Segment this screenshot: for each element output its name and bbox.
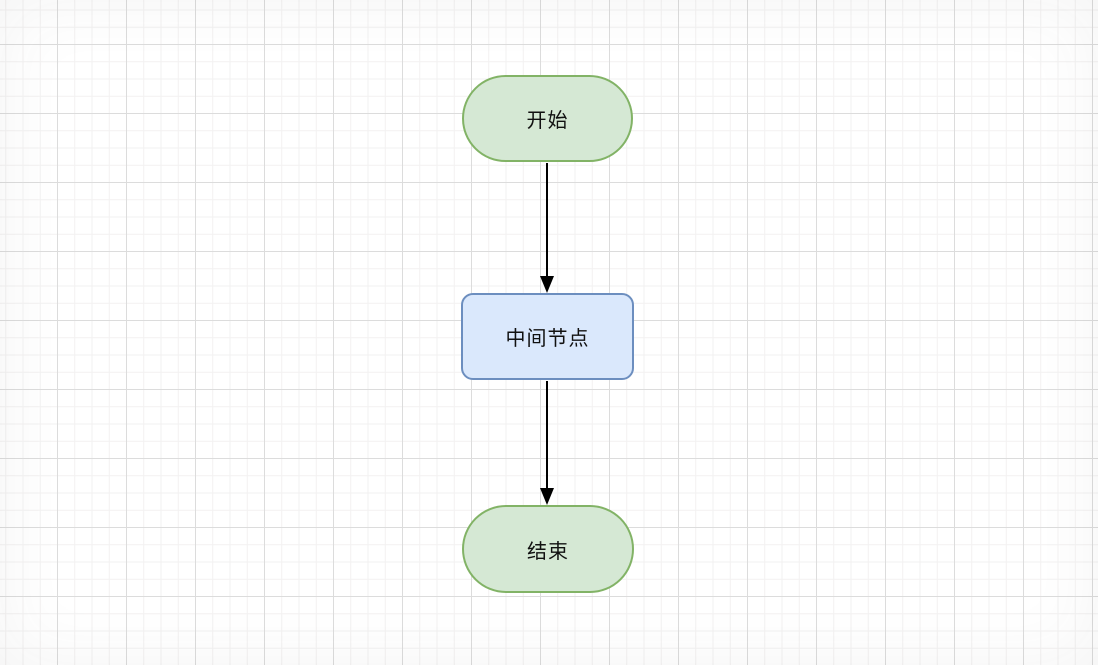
- arrowhead-down-icon: [540, 276, 554, 293]
- edge-line: [546, 381, 548, 488]
- node-end-label: 结束: [527, 540, 569, 563]
- flow-node-start[interactable]: 开始: [462, 75, 633, 162]
- node-start-label: 开始: [526, 110, 569, 132]
- arrowhead-down-icon: [540, 488, 554, 505]
- flow-node-end[interactable]: 结束: [462, 505, 634, 593]
- node-middle-label: 中间节点: [505, 328, 590, 350]
- flow-node-middle[interactable]: 中间节点: [461, 293, 634, 380]
- edge-line: [546, 163, 548, 276]
